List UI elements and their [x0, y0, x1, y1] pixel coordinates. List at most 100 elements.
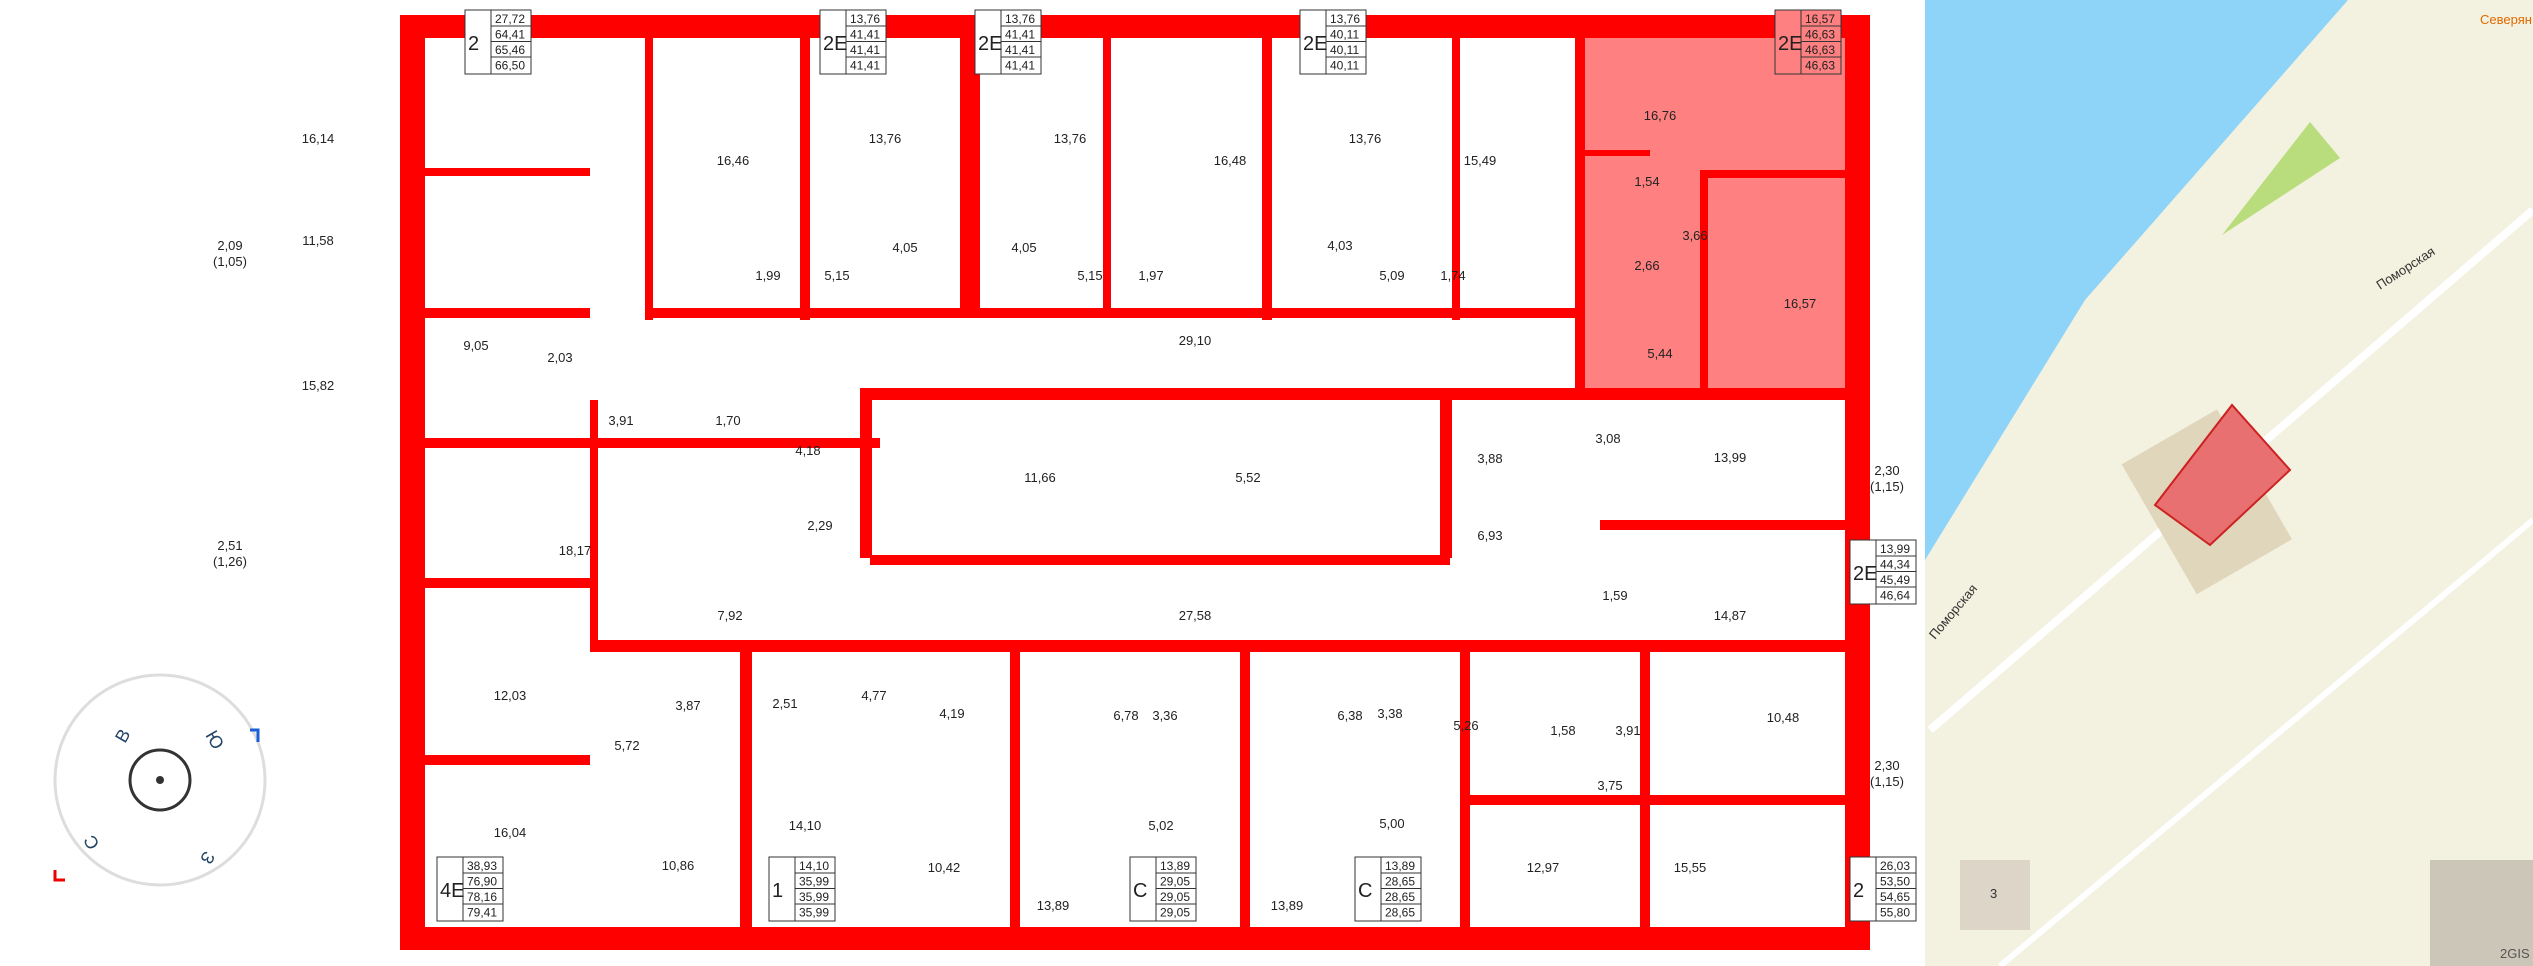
apartment-area-value: 66,50 [495, 59, 525, 73]
room-area-label: 5,44 [1647, 346, 1672, 361]
apartment-area-value: 41,41 [850, 43, 880, 57]
apartment-area-value: 41,41 [850, 28, 880, 42]
room-area-label: 14,10 [789, 818, 822, 833]
apartment-area-value: 53,50 [1880, 875, 1910, 889]
apartment-area-value: 40,11 [1330, 43, 1359, 57]
room-area-label: (1,05) [213, 254, 247, 269]
apartment-area-value: 35,99 [799, 906, 829, 920]
room-area-label: 2,30 [1874, 758, 1899, 773]
room-area-label: 16,48 [1214, 153, 1247, 168]
room-area-label: 11,58 [302, 233, 334, 248]
apartment-area-value: 38,93 [467, 859, 497, 873]
room-area-label: 1,70 [715, 413, 740, 428]
apartment-area-value: 54,65 [1880, 890, 1910, 904]
room-area-label: 2,29 [807, 518, 832, 533]
room-area-label: 13,89 [1037, 898, 1070, 913]
apartment-type: C [1133, 880, 1147, 902]
room-area-label: 13,99 [1714, 450, 1747, 465]
room-area-label: 3,87 [675, 698, 700, 713]
apartment-area-value: 13,89 [1385, 859, 1415, 873]
compass[interactable]: В Ю С З [53, 673, 267, 887]
room-area-label: 3,91 [608, 413, 633, 428]
apartment-area-value: 28,65 [1385, 906, 1415, 920]
room-area-label: 27,58 [1179, 608, 1212, 623]
room-area-label: 5,15 [1077, 268, 1102, 283]
room-area-label: 18,17 [559, 543, 592, 558]
apartment-area-value: 27,72 [495, 12, 525, 26]
apartment-area-value: 45,49 [1880, 573, 1910, 587]
room-area-label: 10,86 [662, 858, 695, 873]
apartment-area-value: 35,99 [799, 890, 829, 904]
room-area-label: 11,66 [1024, 470, 1056, 485]
room-area-label: (1,15) [1870, 479, 1904, 494]
apartment-type: 2 [468, 33, 479, 55]
apartment-type: 2E [978, 33, 1002, 55]
apartment-area-value: 46,63 [1805, 43, 1835, 57]
room-area-label: 2,51 [772, 696, 797, 711]
room-area-label: 4,03 [1327, 238, 1352, 253]
room-area-label: 3,75 [1597, 778, 1622, 793]
apartment-area-value: 55,80 [1880, 906, 1910, 920]
room-area-label: 3,38 [1377, 706, 1402, 721]
apartment-type: 2E [1853, 563, 1877, 585]
room-area-label: 2,09 [217, 238, 242, 253]
apartment-type: 1 [772, 880, 783, 902]
room-area-label: 3,08 [1595, 431, 1620, 446]
room-area-label: 16,57 [1784, 296, 1817, 311]
apartment-type: 2E [1303, 33, 1327, 55]
apartment-area-value: 28,65 [1385, 875, 1415, 889]
room-area-label: 7,92 [717, 608, 742, 623]
park-area [2222, 122, 2340, 235]
room-area-label: 15,82 [302, 378, 335, 393]
apartment-area-value: 41,41 [1005, 43, 1035, 57]
apartment-area-value: 46,63 [1805, 28, 1835, 42]
room-area-label: 13,76 [1054, 131, 1087, 146]
apartment-area-value: 35,99 [799, 875, 829, 889]
apartment-area-value: 28,65 [1385, 890, 1415, 904]
room-area-label: 10,48 [1767, 710, 1800, 725]
room-area-label: 4,05 [892, 240, 917, 255]
room-area-label: 4,05 [1011, 240, 1036, 255]
apartment-type: 2 [1853, 880, 1864, 902]
apartment-area-value: 79,41 [467, 906, 497, 920]
room-area-label: 5,52 [1235, 470, 1260, 485]
room-area-label: 5,09 [1379, 268, 1404, 283]
room-area-label: 1,54 [1634, 174, 1659, 189]
room-area-label: 14,87 [1714, 608, 1747, 623]
map-attribution: 2GIS [2500, 946, 2530, 961]
apartment-area-value: 14,10 [799, 859, 829, 873]
selected-building[interactable] [2153, 403, 2292, 547]
apartment-area-value: 13,99 [1880, 542, 1910, 556]
room-area-label: 4,18 [795, 443, 820, 458]
apartment-type: 2E [823, 33, 847, 55]
apartment-area-value: 78,16 [467, 890, 497, 904]
apartment-area-value: 46,63 [1805, 59, 1835, 73]
apartment-area-value: 29,05 [1160, 890, 1190, 904]
selected-apartment[interactable] [1580, 38, 1847, 390]
room-area-label: 4,19 [939, 706, 964, 721]
apartment-area-value: 41,41 [1005, 59, 1035, 73]
room-area-label: 2,51 [217, 538, 242, 553]
room-area-label: 9,05 [463, 338, 488, 353]
room-area-label: 29,10 [1179, 333, 1212, 348]
location-map[interactable]: Поморская Поморская Северян 3 2GIS [1925, 0, 2533, 966]
apartment-area-value: 76,90 [467, 875, 497, 889]
building-number: 3 [1990, 886, 1997, 901]
apartment-type: C [1358, 880, 1372, 902]
water-area [1925, 0, 2348, 560]
apartment-area-value: 64,41 [495, 28, 525, 42]
apartment-area-value: 29,05 [1160, 875, 1190, 889]
room-area-label: 1,58 [1550, 723, 1575, 738]
